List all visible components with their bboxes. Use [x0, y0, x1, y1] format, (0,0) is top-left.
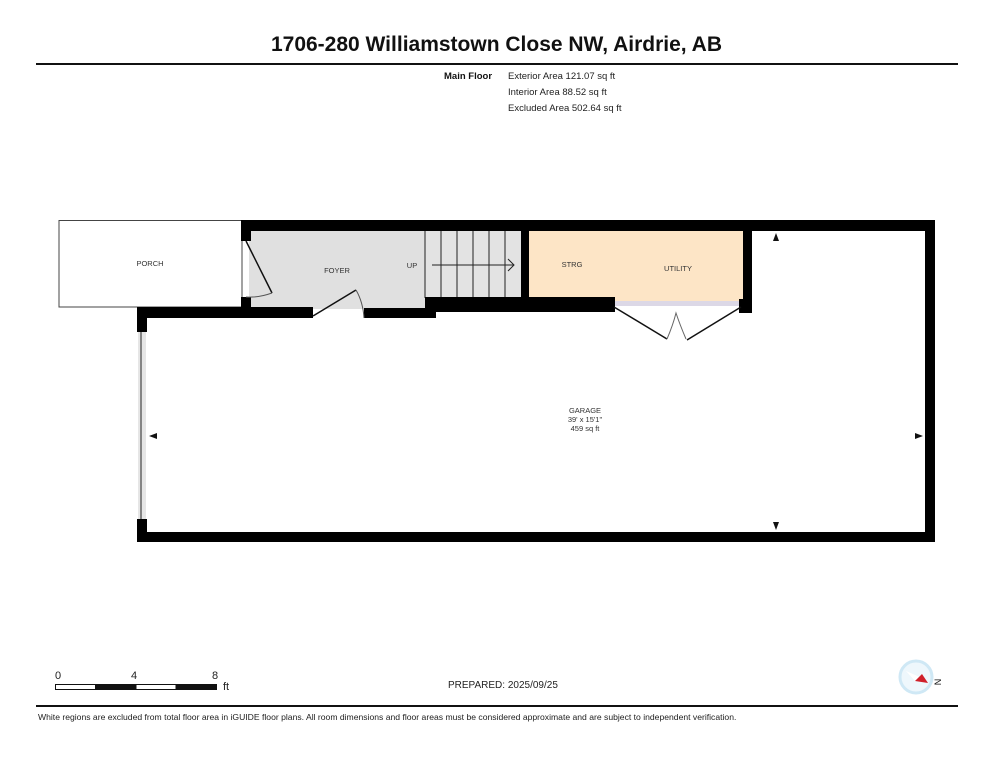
compass-icon [898, 659, 934, 695]
garage-area: 459 sq ft [570, 424, 600, 433]
disclaimer-text: White regions are excluded from total fl… [38, 712, 737, 722]
property-address-title: 1706-280 Williamstown Close NW, Airdrie,… [270, 33, 723, 56]
scale-unit: ft [223, 681, 230, 693]
compass-north-label: N [932, 678, 943, 686]
room-label-storage: STRG [561, 260, 583, 269]
stairs-up-arrow-icon [432, 258, 515, 272]
header-divider [36, 63, 958, 65]
room-label-utility: UTILITY [664, 264, 692, 273]
foyer-area [249, 231, 425, 309]
prepared-date: PREPARED: 2025/09/25 [448, 680, 558, 691]
garage-dimensions: 39' x 15'1" [567, 415, 603, 424]
room-label-porch: PORCH [136, 259, 164, 268]
room-label-stairs-up: UP [406, 261, 418, 270]
scale-tick-4: 4 [131, 670, 138, 682]
room-label-foyer: FOYER [324, 266, 350, 275]
scale-bar [55, 684, 217, 690]
door-swings [245, 240, 742, 341]
garage-name: GARAGE [568, 406, 602, 415]
walls [137, 220, 935, 542]
utility-area [529, 231, 744, 306]
dimension-markers [149, 233, 923, 530]
scale-tick-8: 8 [212, 670, 219, 682]
footer-divider [36, 705, 958, 707]
scale-tick-0: 0 [55, 670, 62, 682]
floor-name: Main Floor [444, 71, 493, 82]
porch-area [58, 220, 243, 308]
utility-door-opening [613, 301, 739, 306]
exterior-area: Exterior Area 121.07 sq ft [508, 71, 616, 82]
interior-area: Interior Area 88.52 sq ft [508, 87, 607, 98]
garage-side-opening [138, 332, 146, 519]
excluded-area: Excluded Area 502.64 sq ft [508, 103, 622, 114]
room-label-garage: GARAGE 39' x 15'1" 459 sq ft [545, 406, 625, 433]
